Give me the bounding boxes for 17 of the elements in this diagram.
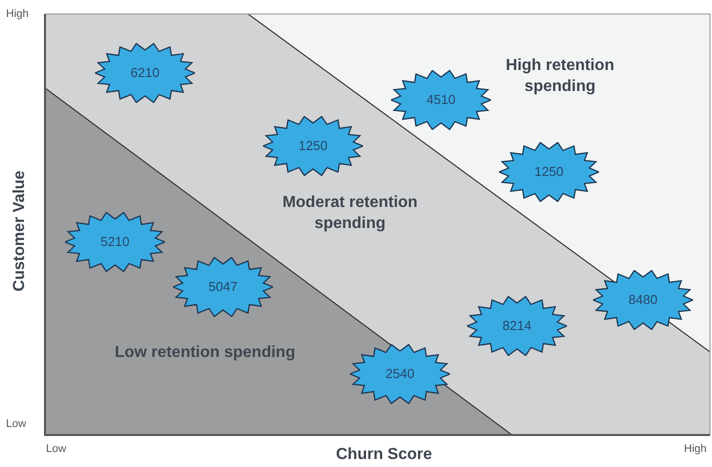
value-label: 1250 [298,138,328,153]
value-label: 2540 [384,366,416,381]
region-label: High retention spending [504,56,616,97]
axis-tick-label: High [6,8,29,20]
region-label: Moderat retention spending [281,193,419,234]
axis-tick-label: Low [46,443,66,455]
axis-tick-label: Low [6,418,26,430]
axis-title: Churn Score [336,446,432,464]
region-label: Low retention spending [114,343,296,363]
value-label: 1250 [534,164,564,179]
value-label: 4510 [426,92,456,107]
value-label: 5210 [100,234,130,249]
value-label: 5047 [208,279,238,294]
value-label: 8480 [628,292,658,307]
value-label: 8214 [502,318,532,333]
axis-title: Customer Value [11,170,29,294]
value-label: 6210 [130,65,160,80]
